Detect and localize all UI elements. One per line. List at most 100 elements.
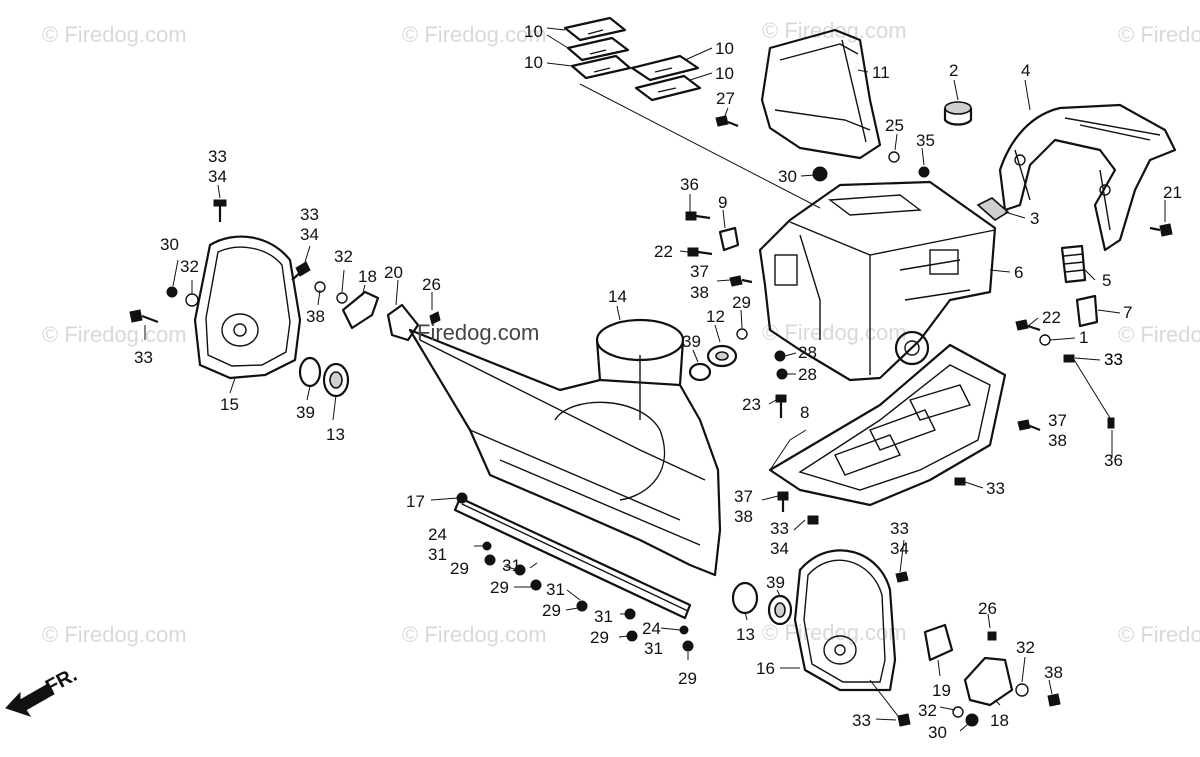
watermark-text: © Firedog.com [1118, 622, 1200, 647]
right-side-plate [793, 549, 897, 692]
callout-38: 38 [690, 283, 709, 302]
brackets [341, 197, 1099, 707]
callout-26: 26 [422, 275, 441, 294]
callout-33: 33 [986, 479, 1005, 498]
callout-12: 12 [706, 307, 725, 326]
callout-22: 22 [654, 242, 673, 261]
callout-30: 30 [928, 723, 947, 742]
callout-16: 16 [756, 659, 775, 678]
watermark-text: © Firedog.com [42, 322, 187, 347]
callout-33: 33 [890, 519, 909, 538]
callout-28: 28 [798, 365, 817, 384]
callout-33: 33 [208, 147, 227, 166]
callout-13: 13 [326, 425, 345, 444]
callout-15: 15 [220, 395, 239, 414]
callout-5: 5 [1102, 271, 1111, 290]
callout-29: 29 [732, 293, 751, 312]
watermark-text: © Firedog.com [402, 22, 547, 47]
callout-23: 23 [742, 395, 761, 414]
callout-18: 18 [358, 267, 377, 286]
callout-9: 9 [718, 193, 727, 212]
callout-4: 4 [1021, 61, 1030, 80]
callout-33: 33 [134, 348, 153, 367]
callout-29: 29 [450, 559, 469, 578]
callout-22: 22 [1042, 308, 1061, 327]
callout-labels: 10 10 10 10 11 2 4 27 25 35 30 3 21 5 36… [134, 22, 1182, 742]
callout-33: 33 [1104, 350, 1123, 369]
watermark-text: © Firedog.com [762, 620, 907, 645]
callout-33: 33 [770, 519, 789, 538]
leader-lines [144, 27, 1166, 732]
callout-6: 6 [1014, 263, 1023, 282]
callout-39: 39 [682, 332, 701, 351]
watermark-text: © Firedog.com [1118, 22, 1200, 47]
callout-33: 33 [852, 711, 871, 730]
callout-34: 34 [300, 225, 319, 244]
left-side-plate [193, 235, 302, 380]
callout-27: 27 [716, 89, 735, 108]
callout-19: 19 [932, 681, 951, 700]
callout-31: 31 [428, 545, 447, 564]
watermark-text: © Firedog.com [42, 22, 187, 47]
callout-21: 21 [1163, 183, 1182, 202]
callout-10: 10 [715, 64, 734, 83]
callout-26: 26 [978, 599, 997, 618]
callout-39: 39 [296, 403, 315, 422]
callout-38: 38 [1044, 663, 1063, 682]
watermark-text: © Firedog.com [402, 622, 547, 647]
callout-33: 33 [1104, 350, 1123, 369]
callout-14: 14 [608, 287, 627, 306]
callout-34: 34 [208, 167, 227, 186]
callout-32: 32 [1016, 638, 1035, 657]
callout-38: 38 [306, 307, 325, 326]
hardware-bolts [129, 115, 1173, 727]
callout-29: 29 [590, 628, 609, 647]
callout-31: 31 [644, 639, 663, 658]
front-direction-arrow: FR. [5, 664, 81, 717]
callout-31: 31 [546, 580, 565, 599]
callout-37: 37 [690, 262, 709, 281]
belt-cover [760, 28, 882, 160]
callout-8: 8 [800, 403, 809, 422]
callout-37: 37 [734, 487, 753, 506]
callout-13: 13 [736, 625, 755, 644]
handle-frame [998, 103, 1177, 252]
callout-36: 36 [1104, 451, 1123, 470]
callout-34: 34 [770, 539, 789, 558]
callout-33: 33 [300, 205, 319, 224]
callout-7: 7 [1123, 303, 1132, 322]
callout-2: 2 [949, 61, 958, 80]
callout-17: 17 [406, 492, 425, 511]
callout-29: 29 [490, 578, 509, 597]
callout-10: 10 [524, 22, 543, 41]
skid-plate [768, 343, 1007, 507]
callout-38: 38 [1048, 431, 1067, 450]
callout-20: 20 [384, 263, 403, 282]
callout-10: 10 [715, 39, 734, 58]
watermark-text: © Firedog.com [1118, 322, 1200, 347]
watermark-text: © Firedog.com [762, 320, 907, 345]
callout-18: 18 [990, 711, 1009, 730]
callout-1: 1 [1079, 328, 1088, 347]
callout-30: 30 [778, 167, 797, 186]
watermarks: © Firedog.com © Firedog.com © Firedog.co… [42, 18, 1200, 647]
main-frame-housing [758, 180, 997, 382]
callout-28: 28 [798, 343, 817, 362]
callout-35: 35 [916, 131, 935, 150]
rubber-plug [943, 101, 973, 126]
callout-32: 32 [180, 257, 199, 276]
watermark-text: © Firedog.com [42, 622, 187, 647]
callout-3: 3 [1030, 209, 1039, 228]
callout-31: 31 [594, 607, 613, 626]
callout-32: 32 [918, 701, 937, 720]
callout-32: 32 [334, 247, 353, 266]
callout-24: 24 [642, 619, 661, 638]
center-watermark: Firedog.com [417, 320, 539, 345]
callout-37: 37 [1048, 411, 1067, 430]
callout-38: 38 [734, 507, 753, 526]
callout-24: 24 [428, 525, 447, 544]
callout-30: 30 [160, 235, 179, 254]
callout-29: 29 [678, 669, 697, 688]
